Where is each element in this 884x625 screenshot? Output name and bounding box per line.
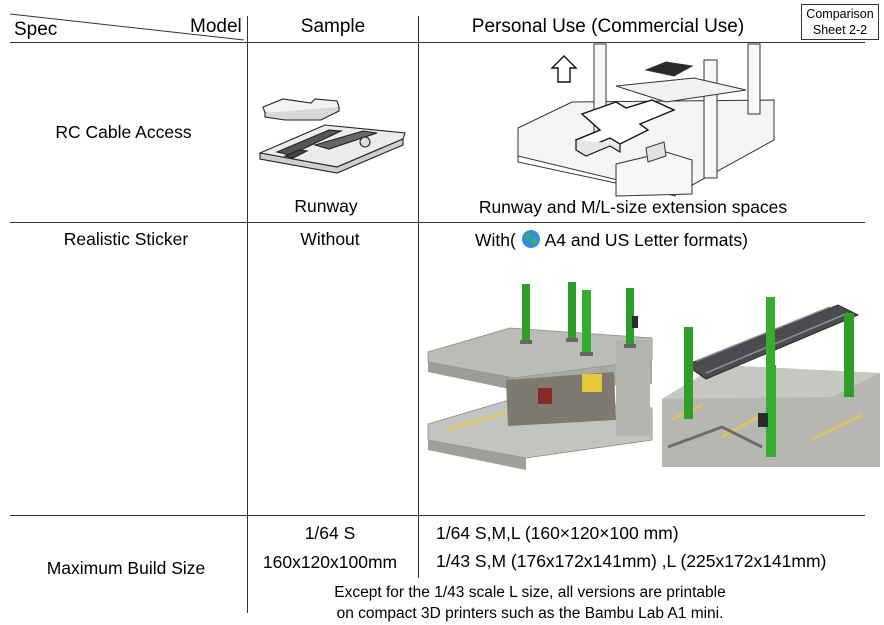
- sheet-badge-line2: Sheet 2-2: [812, 23, 868, 37]
- sticker-render-garage: [427, 282, 653, 470]
- lift-pillar-green: [568, 282, 576, 340]
- runway-base: [258, 124, 406, 174]
- sample-sticker-value: Without: [300, 229, 360, 249]
- row-label-cable: RC Cable Access: [55, 122, 192, 142]
- lift-pillar-back-right: [747, 43, 761, 115]
- personal-build-line1: 1/64 S,M,L (160×120×100 mm): [436, 523, 679, 543]
- runway-top-plate: [262, 98, 340, 121]
- personal-caption-extension: Runway and M/L-size extension spaces: [478, 197, 788, 217]
- header-personal: Personal Use (Commercial Use): [471, 16, 745, 37]
- sample-build-line1: 1/64 S: [304, 523, 356, 543]
- sticker-suffix: A4 and US Letter formats): [544, 230, 748, 250]
- lift-pillar-green: [522, 284, 530, 342]
- lift-pillar-green: [766, 365, 776, 457]
- row-label-sticker: Realistic Sticker: [63, 229, 189, 249]
- globe-icon: [521, 229, 541, 254]
- up-arrow-icon: [550, 55, 578, 83]
- personal-build-line2: 1/43 S,M (176x172x141mm) ,L (225x172x141…: [436, 551, 827, 571]
- sample-build-line2: 160x120x100mm: [262, 552, 398, 572]
- extension-spaces-illustration: [517, 43, 775, 197]
- build-note-line1: Except for the 1/43 scale L size, all ve…: [334, 584, 726, 601]
- row-divider-2: [10, 515, 865, 516]
- sheet-badge-line1: Comparison: [806, 7, 874, 21]
- lift-pillar-green: [582, 290, 591, 354]
- lift-pillar-green: [684, 327, 693, 419]
- lift-pillar-green: [626, 288, 634, 346]
- header-model: Model: [190, 16, 242, 37]
- sticker-prefix: With(: [475, 230, 516, 250]
- column-divider-1: [247, 16, 248, 613]
- lift-pillar-green: [844, 313, 854, 397]
- row-divider-1: [10, 222, 865, 223]
- header-spec: Spec: [14, 19, 58, 40]
- lift-pillar-green: [766, 297, 775, 385]
- build-note-line2: on compact 3D printers such as the Bambu…: [336, 605, 724, 622]
- sample-caption-runway: Runway: [294, 196, 358, 216]
- column-divider-2: [418, 16, 419, 578]
- lift-pillar-front: [703, 59, 718, 179]
- sticker-render-lift: [662, 287, 880, 467]
- header-sample: Sample: [300, 16, 366, 37]
- runway-sample-illustration: [258, 98, 406, 174]
- header-divider: [10, 42, 865, 43]
- personal-sticker-value: With( A4 and US Letter formats): [475, 229, 748, 254]
- row-label-build: Maximum Build Size: [46, 558, 206, 578]
- sheet-badge: Comparison Sheet 2-2: [801, 4, 879, 40]
